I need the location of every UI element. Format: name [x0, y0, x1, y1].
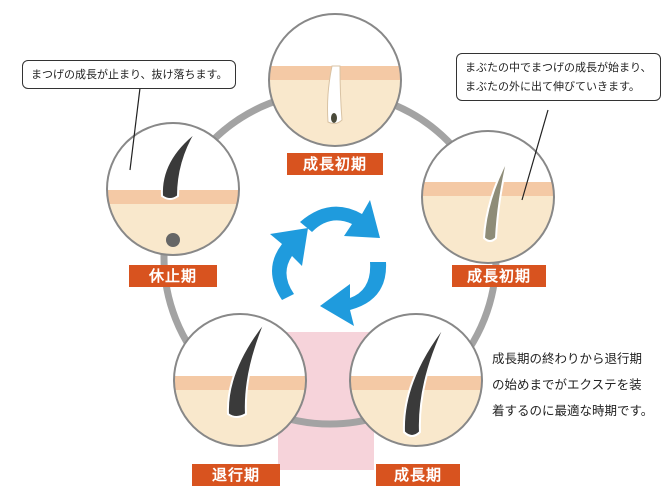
callout-leader-left [129, 87, 141, 171]
stage-circle-right [421, 130, 555, 264]
optimal-period-note: 成長期の終わりから退行期 の始めまでがエクステを装 着するのに最適な時期です。 [492, 346, 653, 424]
note-line-2: の始めまでがエクステを装 [492, 377, 642, 392]
callout-early-growth-line-1: まぶたの中でまつげの成長が始まり、 [465, 61, 652, 74]
note-line-3: 着するのに最適な時期です。 [492, 403, 654, 418]
callout-leader-right [521, 109, 549, 201]
stage-label-bottom-left: 退行期 [192, 464, 280, 486]
callout-resting-text: まつげの成長が止まり、抜け落ちます。 [31, 68, 228, 81]
callout-resting: まつげの成長が止まり、抜け落ちます。 [22, 60, 237, 89]
stage-label-top: 成長初期 [287, 153, 383, 175]
callout-early-growth-line-2: まぶたの外に出て伸びていきます。 [465, 80, 640, 93]
stage-circle-bottom-left [173, 313, 307, 447]
stage-label-left: 休止期 [129, 265, 217, 287]
stage-circle-left [106, 122, 240, 256]
stage-circle-top [268, 13, 402, 147]
note-line-1: 成長期の終わりから退行期 [492, 351, 643, 366]
cycle-arrows-icon [270, 200, 387, 326]
stage-label-bottom-right: 成長期 [376, 464, 460, 486]
callout-early-growth: まぶたの中でまつげの成長が始まり、 まぶたの外に出て伸びていきます。 [456, 53, 661, 101]
stage-label-right: 成長初期 [452, 265, 546, 287]
